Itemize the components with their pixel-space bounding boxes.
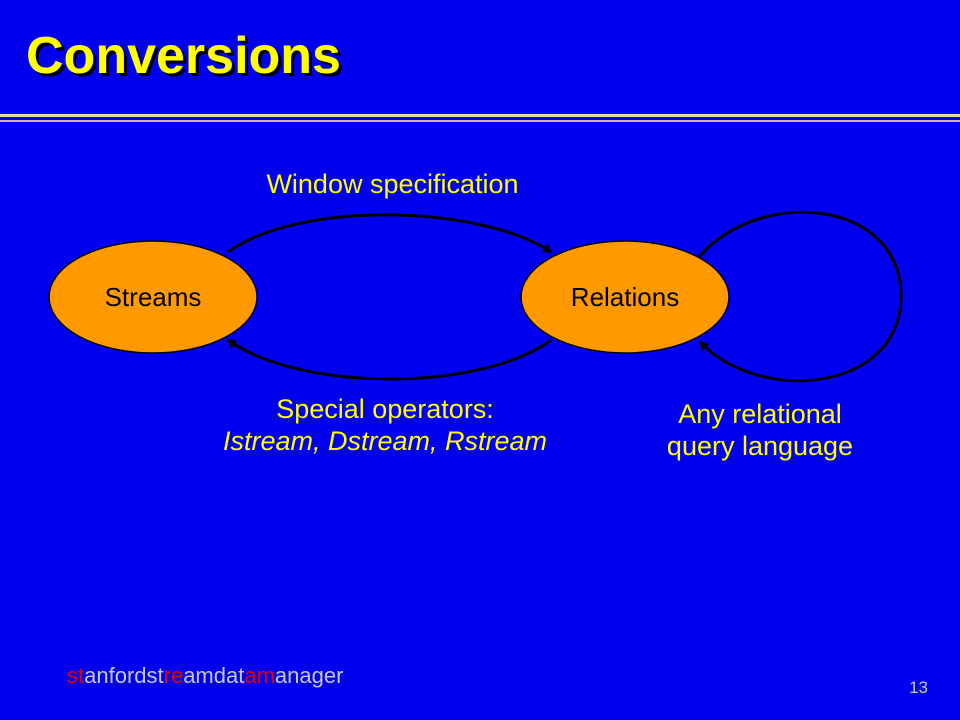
node-relations-label: Relations [571,282,679,312]
title-rule-top [0,114,960,117]
page-number: 13 [909,678,928,697]
special-operators-line2: Istream, Dstream, Rstream [222,426,548,456]
footer-part-st: st [67,663,85,688]
node-streams-label: Streams [105,282,202,312]
edge-special-operators [226,338,552,381]
special-operators-line1: Special operators: [276,394,494,424]
footer-part-amdat: amdat [183,663,245,688]
edge-window-specification [227,213,553,254]
footer-part-am: am [244,663,275,688]
relational-language-line2: query language [666,431,854,461]
window-specification-label: Window specification [266,169,519,199]
footer-part-re: re [163,663,184,688]
relational-language-line1: Any relational [678,399,842,429]
slide-title: Conversions [26,27,341,85]
title-rule-bottom [0,120,960,122]
node-relations: Relations [520,240,730,354]
special-operators-label: Special operators: Istream, Dstream, Rst… [180,393,590,457]
footer-part-anager: anager [274,663,344,688]
footer-part-anfordst: anfordst [84,663,164,688]
relational-language-label: Any relational query language [640,398,880,462]
edge-relational-loop [696,210,903,383]
footer-logo-text: stanfordstreamdatamanager [67,663,343,689]
node-streams: Streams [48,240,258,354]
